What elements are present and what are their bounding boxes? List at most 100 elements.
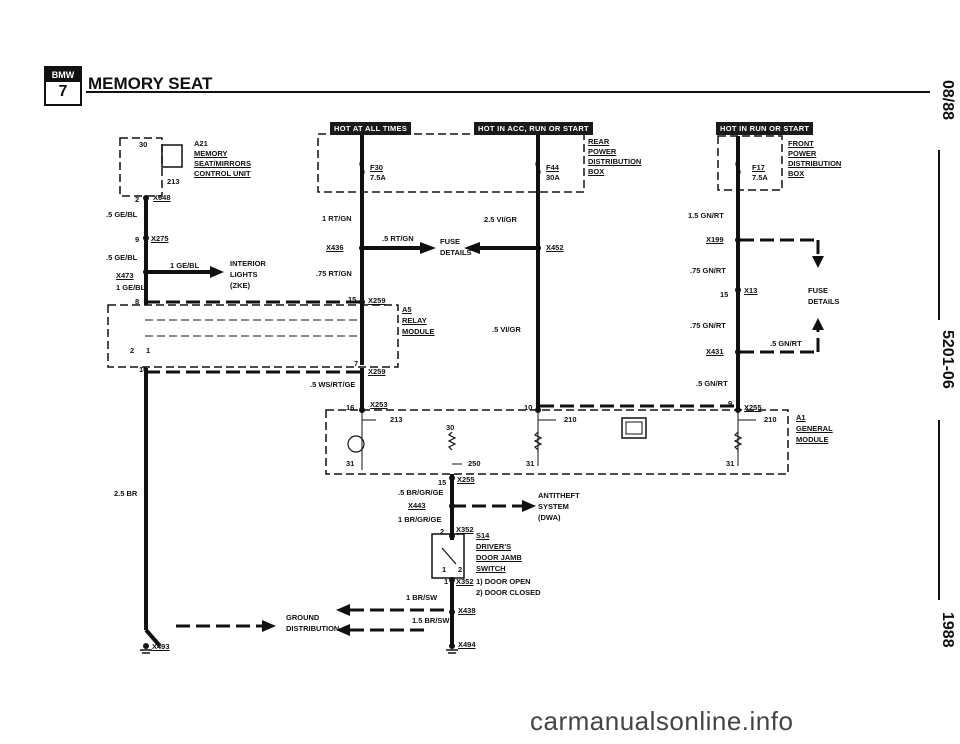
a21-pin-30: 30 (139, 140, 148, 149)
antitheft-label: ANTITHEFT (538, 491, 580, 500)
switch-note: 1) DOOR OPEN (476, 577, 531, 586)
rear-pdb-label-3: DISTRIBUTION (588, 157, 642, 166)
a21-pin-213: 213 (167, 177, 180, 186)
fuse-details-label: DETAILS (808, 297, 840, 306)
connector-x259: X259 (368, 296, 386, 305)
wire-label: .5 BR/GR/GE (398, 488, 444, 497)
pin-label: 10 (524, 403, 533, 412)
tag-hot-run-start: HOT IN RUN OR START (716, 122, 814, 135)
connector-x452: X452 (546, 243, 564, 252)
wire-label: .5 GE/BL (106, 253, 138, 262)
a21-label-3: CONTROL UNIT (194, 169, 251, 178)
pin-label: 9 (728, 399, 733, 408)
rear-pdb-label-4: BOX (588, 167, 605, 176)
wire-label: 2.5 VI/GR (484, 215, 517, 224)
watermark: carmanualsonline.info (530, 706, 794, 736)
fuse-f44-rating: 30A (546, 173, 560, 182)
front-pdb-label-1: FRONT (788, 139, 814, 148)
rear-pdb-label-2: POWER (588, 147, 617, 156)
connector-x352: X352 (456, 525, 474, 534)
antitheft-label: SYSTEM (538, 502, 569, 511)
pin-label: 1 (444, 577, 449, 586)
interior-lights-label-1: INTERIOR (230, 259, 266, 268)
wire-label: .5 GN/RT (770, 339, 802, 348)
connector-x255: X255 (457, 475, 475, 484)
ground-distribution-label: DISTRIBUTION (286, 624, 340, 633)
general-module-label: GENERAL (796, 424, 833, 433)
general-module-label: A1 (796, 413, 806, 422)
switch-label: DOOR JAMB (476, 553, 522, 562)
connector-x255: X255 (744, 403, 762, 412)
interior-lights-label-2: LIGHTS (230, 270, 258, 279)
pin-label: 31 (726, 459, 735, 468)
wire-label: .75 GN/RT (690, 266, 726, 275)
side-rule-1 (938, 150, 940, 320)
front-pdb-label-4: BOX (788, 169, 805, 178)
side-date: 08/88 (939, 80, 956, 121)
wire-label: .5 GE/BL (106, 210, 138, 219)
antitheft-label: (DWA) (538, 513, 561, 522)
wire-label: .75 RT/GN (316, 269, 352, 278)
pin-label: 2 (130, 346, 135, 355)
pin-label: 8 (135, 297, 140, 306)
pin-label: 15 (720, 290, 729, 299)
interior-lights-label-3: (ZKE) (230, 281, 250, 290)
wire-label: .5 WS/RT/GE (310, 380, 356, 389)
pin-label: 7 (354, 359, 359, 368)
connector-x253: X253 (370, 400, 388, 409)
pin-label: 30 (446, 423, 455, 432)
connector-x199: X199 (706, 235, 724, 244)
wire-label: .5 VI/GR (492, 325, 521, 334)
connector-x494: X494 (458, 640, 476, 649)
pin-label: 31 (526, 459, 535, 468)
side-code: 5201-06 (939, 330, 956, 389)
connector-x443: X443 (408, 501, 426, 510)
wire-label: 1 BR/SW (406, 593, 438, 602)
pin-label: 2 (135, 195, 140, 204)
switch-note: 2) DOOR CLOSED (476, 588, 541, 597)
pin-label: 15 (348, 295, 357, 304)
pin-label: 210 (564, 415, 577, 424)
front-pdb-label-3: DISTRIBUTION (788, 159, 842, 168)
pin-label: 1 (146, 346, 151, 355)
connector-x648: X648 (153, 193, 171, 202)
fuse-details-label: FUSE (808, 286, 829, 295)
pin-label: 210 (764, 415, 777, 424)
pin-label: 2 (458, 565, 463, 574)
fuse-f30-rating: 7.5A (370, 173, 386, 182)
wire-label: 1.5 BR/SW (412, 616, 450, 625)
wire-label: 1 RT/GN (322, 214, 352, 223)
connector-x493: X493 (152, 642, 170, 651)
a21-id: A21 (194, 139, 208, 148)
relay-module-label: RELAY (402, 316, 427, 325)
pin-label: 31 (346, 459, 355, 468)
rear-pdb-label-1: REAR (588, 137, 610, 146)
a21-label-1: MEMORY (194, 149, 228, 158)
wire-label: .5 RT/GN (382, 234, 414, 243)
fuse-f17-rating: 7.5A (752, 173, 768, 182)
connector-x275: X275 (151, 234, 169, 243)
logo-top-text: BMW (46, 68, 80, 82)
pin-label: 15 (438, 478, 447, 487)
wire-label: 1 BR/GR/GE (398, 515, 442, 524)
switch-label: SWITCH (476, 564, 506, 573)
pin-label: 16 (346, 403, 355, 412)
pin-label: 1 (442, 565, 447, 574)
fuse-f44-label: F44 (546, 163, 559, 172)
switch-label: DRIVER'S (476, 542, 512, 551)
connector-x352: X352 (456, 577, 474, 586)
tag-hot-acc-run: HOT IN ACC, RUN OR START (474, 122, 593, 135)
fuse-f17-label: F17 (752, 163, 765, 172)
connector-x438: X438 (458, 606, 476, 615)
connector-x436: X436 (326, 243, 344, 252)
side-year: 1988 (939, 612, 956, 648)
page-title: MEMORY SEAT (88, 74, 213, 93)
fuse-details-label: DETAILS (440, 248, 472, 257)
ground-distribution-label: GROUND (286, 613, 320, 622)
pin-label: 10 (139, 365, 148, 374)
wire-label: .5 GN/RT (696, 379, 728, 388)
connector-x259: X259 (368, 367, 386, 376)
fuse-details-label: FUSE (440, 237, 461, 246)
pin-label: 9 (135, 235, 140, 244)
